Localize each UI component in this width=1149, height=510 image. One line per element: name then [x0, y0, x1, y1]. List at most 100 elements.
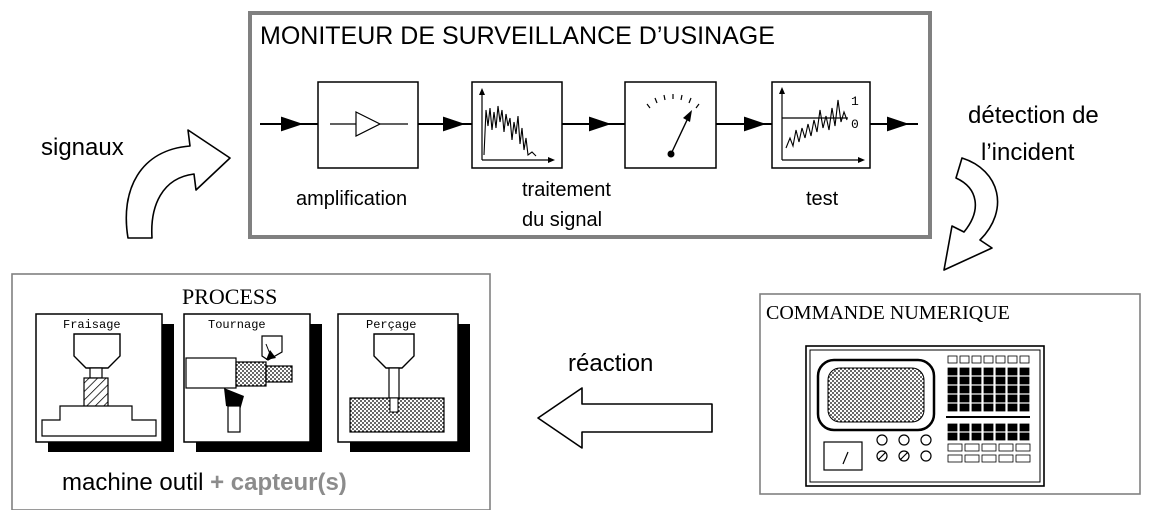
detection-label-line1: détection de: [968, 102, 1099, 129]
detection-curved-arrow: [943, 157, 999, 271]
signals-curved-arrow: [125, 129, 231, 239]
cnc-key: [1007, 376, 1018, 385]
cnc-key: [971, 355, 982, 364]
turning-panel: [183, 313, 322, 452]
cnc-cabinet: [805, 345, 1045, 487]
test-axis-top: 1: [851, 94, 859, 109]
cnc-key: [995, 385, 1006, 394]
cnc-key: [947, 432, 958, 441]
cnc-key: [995, 376, 1006, 385]
reaction-label: réaction: [568, 350, 654, 377]
milling-panel: [35, 313, 174, 452]
cnc-key: [947, 423, 958, 432]
cnc-key: [995, 432, 1006, 441]
cnc-key: [981, 454, 997, 463]
cnc-key: [971, 432, 982, 441]
cnc-key: [959, 355, 970, 364]
signal-chain: [260, 116, 918, 132]
cnc-key: [1019, 367, 1030, 376]
stage-label-amplification: amplification: [296, 188, 408, 210]
cnc-key: [1019, 403, 1030, 412]
cnc-key: [947, 385, 958, 394]
cnc-key: [995, 403, 1006, 412]
reaction-arrow: [537, 387, 713, 449]
cnc-key: [971, 385, 982, 394]
cnc-key: [947, 376, 958, 385]
cnc-key: [1007, 423, 1018, 432]
cnc-key: [1019, 385, 1030, 394]
cnc-key: [959, 432, 970, 441]
signals-label: signaux: [41, 134, 124, 161]
cnc-key: [947, 443, 963, 452]
cnc-key: [971, 367, 982, 376]
cnc-key: [971, 403, 982, 412]
cnc-key: [1019, 376, 1030, 385]
cnc-meter: [823, 441, 863, 471]
cnc-key: [971, 394, 982, 403]
test-signal: [785, 99, 848, 149]
cnc-key: [1019, 423, 1030, 432]
cnc-key: [983, 423, 994, 432]
cnc-key: [947, 367, 958, 376]
cnc-key: [983, 394, 994, 403]
cnc-knobs: [876, 434, 932, 462]
stage-label-test: test: [806, 188, 839, 210]
cnc-key: [971, 423, 982, 432]
cnc-key: [983, 355, 994, 364]
cnc-key: [1007, 432, 1018, 441]
cnc-key: [995, 394, 1006, 403]
cnc-key: [959, 394, 970, 403]
spectrum-curve: [483, 105, 537, 157]
cnc-key: [959, 423, 970, 432]
cnc-key: [947, 394, 958, 403]
cnc-key: [1019, 394, 1030, 403]
cnc-keypad-grid: [947, 355, 1031, 463]
machine-label-drilling: Perçage: [366, 318, 417, 332]
cnc-key: [998, 443, 1014, 452]
cnc-key: [1015, 443, 1031, 452]
machine-label-milling: Fraisage: [63, 318, 121, 332]
cnc-key: [981, 443, 997, 452]
cnc-key: [947, 403, 958, 412]
machine-label-turning: Tournage: [208, 318, 266, 332]
process-title: PROCESS: [182, 284, 278, 309]
monitor-title: MONITEUR DE SURVEILLANCE D’USINAGE: [260, 22, 775, 50]
cnc-key: [983, 385, 994, 394]
cnc-key: [959, 385, 970, 394]
test-block: [771, 81, 871, 169]
cnc-key: [959, 403, 970, 412]
cnc-key: [959, 367, 970, 376]
cnc-key: [959, 376, 970, 385]
cnc-key: [1007, 355, 1018, 364]
spectrum-block: [471, 81, 563, 169]
gauge-needle: [670, 117, 689, 155]
cnc-key: [983, 403, 994, 412]
cnc-key: [983, 432, 994, 441]
stage-label-processing-line2: du signal: [522, 209, 603, 231]
cnc-key: [947, 454, 963, 463]
cnc-key: [1019, 355, 1030, 364]
drilling-panel: [337, 313, 470, 452]
amplifier-block: [317, 81, 419, 169]
stage-label-processing-line1: traitement: [522, 179, 611, 201]
cnc-key: [1015, 454, 1031, 463]
cnc-key: [1019, 432, 1030, 441]
cnc-key: [995, 355, 1006, 364]
cnc-key: [1007, 394, 1018, 403]
test-axis-bottom: 0: [851, 117, 859, 132]
cnc-key: [1007, 403, 1018, 412]
process-caption-sensors: + capteur(s): [210, 469, 347, 496]
process-caption: machine outil + capteur(s): [62, 469, 347, 497]
cnc-key: [983, 376, 994, 385]
cnc-key: [1007, 385, 1018, 394]
cnc-key: [1007, 367, 1018, 376]
cnc-title: COMMANDE NUMERIQUE: [766, 302, 1010, 324]
cnc-key: [947, 355, 958, 364]
detection-label-line2: l’incident: [981, 139, 1075, 166]
cnc-key: [971, 376, 982, 385]
amplifier-symbol: [355, 111, 382, 137]
cnc-key: [998, 454, 1014, 463]
cnc-key: [983, 367, 994, 376]
gauge-block: [624, 81, 717, 169]
